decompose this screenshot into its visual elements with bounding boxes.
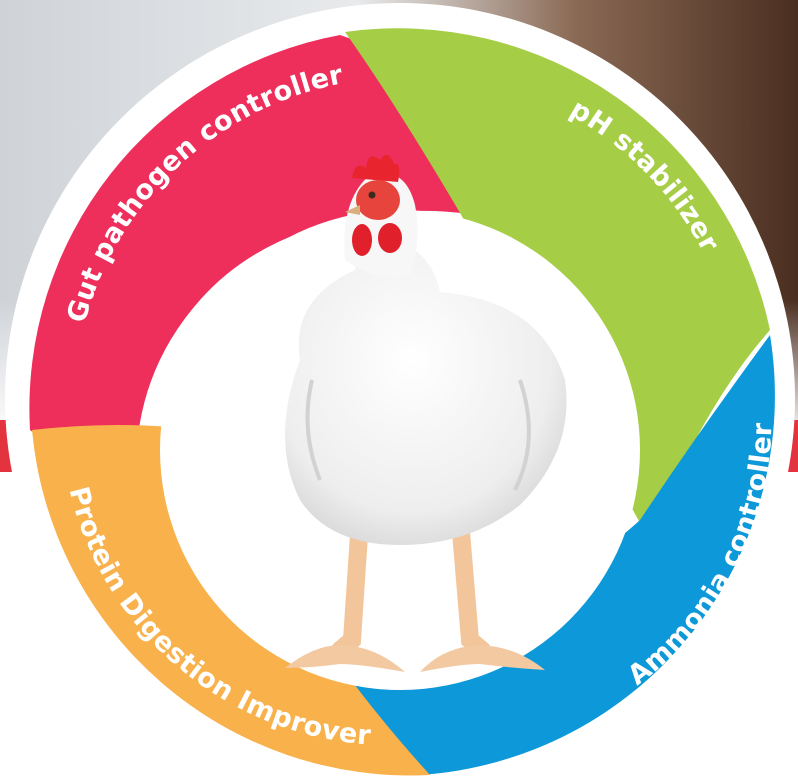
diagram-canvas: Gut pathogen controller pH stabilizer Am… — [0, 0, 798, 778]
